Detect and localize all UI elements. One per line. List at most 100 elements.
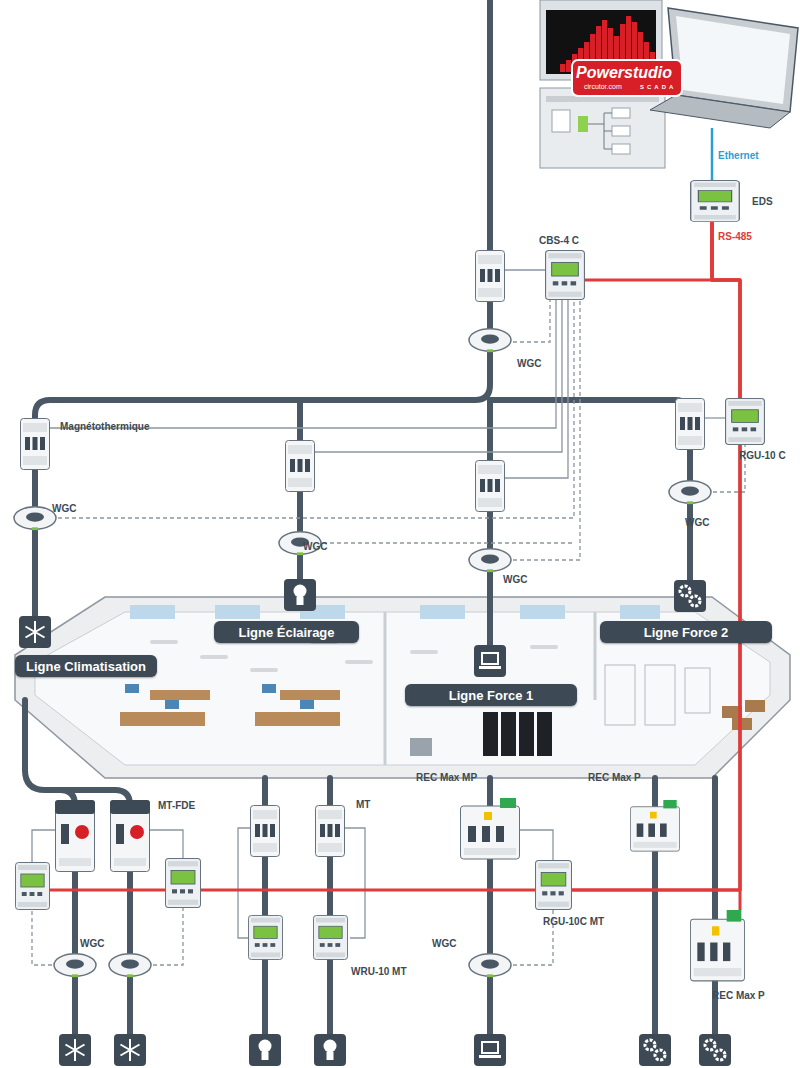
breaker [676, 399, 705, 450]
current-transformer [109, 954, 151, 977]
shelf [645, 665, 675, 725]
sensor-label: WGC [517, 358, 541, 369]
current-transformer [469, 954, 511, 977]
control-wire [705, 417, 725, 418]
meter-device [536, 861, 572, 910]
device-label: REC Max P [712, 990, 765, 1001]
light-tube [150, 640, 178, 644]
machine-icon [699, 1034, 731, 1066]
sensor-wire [513, 300, 580, 560]
monitor [300, 700, 314, 709]
meter-device [166, 859, 201, 908]
schema-lines [588, 113, 612, 149]
bar [566, 60, 571, 72]
recloser [630, 800, 679, 851]
lighting-icon [284, 579, 316, 611]
device-node: Powerstudiocircutor.comSCADA [540, 0, 800, 128]
server-rack [537, 712, 552, 756]
logo-text: SCADA [640, 84, 676, 90]
zone-band: Ligne Climatisation [15, 655, 157, 677]
logo-badge [572, 60, 682, 96]
breaker [316, 806, 345, 857]
breaker [476, 251, 505, 302]
schema-box [612, 108, 630, 118]
sensor-wire [153, 908, 183, 965]
device-label: RGU-10C MT [543, 916, 604, 927]
control-wire [520, 830, 553, 860]
device-node: REC Max P [690, 910, 745, 982]
zone-label: Ligne Force 1 [449, 688, 534, 703]
device-label: MT-FDE [158, 800, 195, 811]
desk [150, 690, 210, 700]
monitor [165, 700, 179, 709]
device-node: CBS-4 C [545, 250, 585, 300]
power-cables [25, 0, 715, 1034]
laptop-base [650, 95, 790, 128]
server-rack [501, 712, 516, 756]
schema-box [552, 110, 570, 132]
interior-wall [384, 612, 387, 765]
hvac-icon [19, 616, 51, 648]
breaker [476, 461, 505, 512]
power-cable [35, 0, 490, 618]
zone-band: Ligne Force 2 [600, 621, 772, 643]
machine-icon [639, 1034, 671, 1066]
screenshot-window [540, 88, 665, 168]
sensor-wire [513, 300, 550, 342]
zone-label: Ligne Climatisation [26, 659, 146, 674]
schema-box [612, 144, 630, 154]
control-wire [50, 300, 556, 428]
meter-device [15, 863, 49, 910]
rs485-link [572, 222, 740, 890]
sensor-label: WGC [303, 541, 327, 552]
power-cable [490, 400, 690, 580]
device-node: REC Max P [630, 800, 680, 852]
sensor-label: WGC [685, 517, 709, 528]
control-wire [315, 300, 562, 452]
breaker [251, 806, 280, 857]
box [745, 700, 765, 712]
shelf [605, 665, 635, 725]
control-wire [505, 300, 568, 478]
sensor-label: WGC [432, 938, 456, 949]
device-node: REC Max MP [460, 798, 520, 860]
server-rack [483, 712, 498, 756]
interior-wall [594, 612, 597, 700]
window [520, 605, 565, 619]
zone-band: Ligne Éclairage [214, 621, 359, 643]
device-label: RGU-10 C [739, 450, 786, 461]
sensor-label: WGC [503, 574, 527, 585]
breaker [286, 441, 315, 492]
control-wire [150, 830, 183, 858]
sensor-wire [32, 910, 52, 965]
light-tube [530, 645, 558, 649]
control-wire [505, 269, 545, 270]
sensor-label: WGC [52, 503, 76, 514]
window [420, 605, 465, 619]
sensor-wire [323, 542, 574, 543]
rs485-link [205, 222, 740, 890]
control-wire [32, 830, 55, 862]
current-transformer [469, 549, 511, 572]
light-tube [345, 660, 373, 664]
window [130, 605, 175, 619]
desk [120, 712, 205, 726]
wireless-meter [248, 915, 282, 959]
signal-label: Ethernet [718, 150, 759, 161]
breaker [21, 419, 50, 470]
device-node: RGU-10 C [725, 398, 765, 445]
desk [280, 690, 340, 700]
gateway-device [691, 180, 740, 221]
control-wires [32, 270, 725, 938]
device-node: RGU-10C MT [535, 860, 572, 910]
hvac-icon [59, 1034, 91, 1066]
server-rack [519, 712, 534, 756]
lighting-icon [314, 1034, 346, 1066]
desk [255, 712, 340, 726]
sensor-label: WGC [80, 938, 104, 949]
box [732, 718, 752, 730]
rs485-link [585, 222, 712, 280]
lighting-icon [249, 1034, 281, 1066]
